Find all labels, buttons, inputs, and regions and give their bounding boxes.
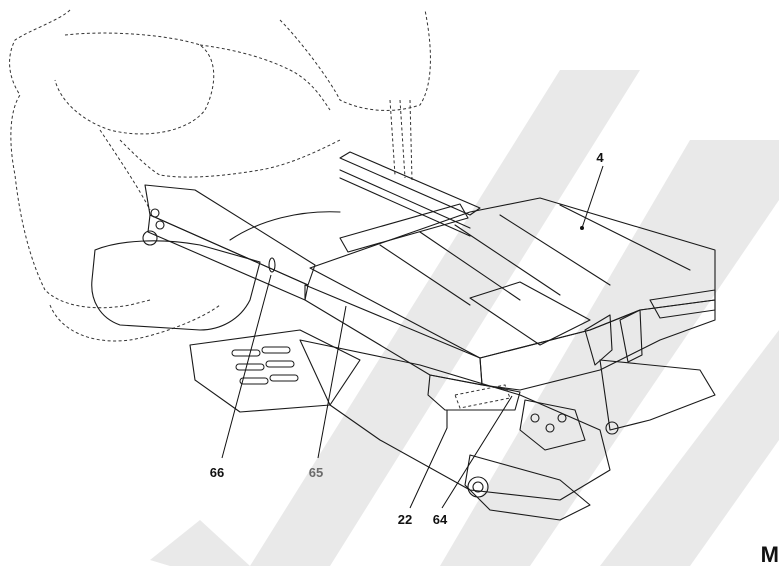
phantom-handle [54,32,215,135]
watermark-band-1 [250,70,640,566]
clamp-block-dashed [454,384,511,409]
clamp-pad [649,289,716,319]
clamp-left [584,314,613,366]
base-left-wing [91,240,261,331]
fence-screw-1 [150,208,160,218]
phantom-inner-curve [199,44,331,111]
phantom-motor-housing [9,9,151,309]
board-grooves [379,204,691,306]
callout-66: 66 [210,465,224,480]
fence [142,184,316,301]
base-foot-knob-inner [472,481,484,493]
watermark-corner-letter: M [760,542,779,567]
board-step-block [469,281,591,346]
callout-labels: 4 66 65 22 64 [210,150,605,527]
base-slots [231,346,299,385]
fence-screw-2 [155,220,165,230]
watermark-band-4 [150,520,250,566]
bolt-1 [530,413,540,423]
fence-pivot [142,230,158,246]
leader-lines [221,165,604,509]
bolt-3 [557,413,567,423]
watermark-bands [150,70,779,566]
hold-down-clamps [584,289,716,366]
paper-strip [339,203,469,253]
phantom-bottom-curve [99,129,151,211]
turntable-arc [229,211,341,241]
watermark-band-2 [440,140,779,566]
rail-lower [339,169,471,237]
leader-66 [221,274,272,459]
leader-4 [581,165,604,229]
phantom-arm [119,139,341,178]
callout-22: 22 [398,512,412,527]
clamp-right [619,309,643,363]
base-bolt-plate [519,399,586,451]
callout-65: 65 [309,465,323,480]
watermark-band-3 [600,330,779,566]
rear-rail [339,151,481,237]
board-right-face [479,299,716,391]
callout-4: 4 [596,150,604,165]
bolt-4 [605,421,619,435]
leader-65 [317,305,347,459]
base-right-extension [599,359,716,431]
bolt-2 [545,423,555,433]
fence-top [144,184,316,286]
phantom-blade-guard [279,9,431,111]
fence-front [147,214,309,301]
saw-head-phantom-outline [9,9,431,342]
clamp-block [427,374,521,429]
saw-base [91,211,716,521]
phantom-lower-guard [49,304,221,342]
base-foot-knob [467,476,489,498]
base-right-foot [464,454,591,521]
fence-slot [268,257,276,273]
rail-body [339,151,481,216]
phantom-column [389,99,413,181]
clamp-block-body [427,374,521,411]
leader-4-dot [580,226,584,230]
base-front-rail [299,339,611,501]
callout-64: 64 [433,512,448,527]
leader-64 [441,395,513,509]
leader-22 [409,427,448,509]
